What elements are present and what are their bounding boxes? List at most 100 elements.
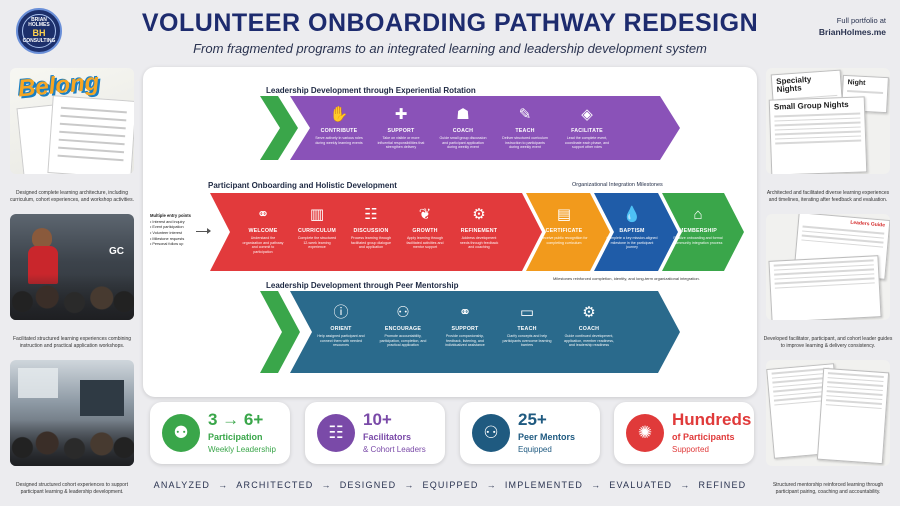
network-icon: ✺ — [626, 414, 664, 452]
mentorship-step-desc: Promote accountability, participation, c… — [379, 334, 427, 348]
rotation-step: ✋ CONTRIBUTE Serve actively in various rol… — [308, 100, 370, 156]
hand-icon: ✋ — [329, 106, 349, 123]
flow-arrow-icon: → — [321, 480, 332, 490]
left-caption-3: Designed structured cohort experiences t… — [15, 482, 128, 495]
mentorship-band — [260, 291, 680, 373]
milestone-step-desc: Receive public recognition for completin… — [540, 236, 588, 245]
entry-item: • Personal follow up — [150, 242, 184, 247]
milestone-step-name: BAPTISM — [619, 228, 645, 234]
cohort-photo — [10, 360, 134, 466]
onboarding-step-name: DISCUSSION — [353, 228, 389, 234]
onboarding-step: ☷ DISCUSSION Process learning through faci… — [344, 198, 398, 268]
flow-arrow-icon: → — [218, 480, 229, 490]
leaf-icon: ❦ — [418, 206, 432, 223]
stat-label: Facilitators — [363, 432, 412, 442]
entry-item: • Event participation — [150, 225, 184, 230]
stat-value: 3 → 6+ — [208, 410, 264, 429]
mentorship-step-name: ORIENT — [330, 326, 352, 332]
venue-badge: GC — [109, 246, 124, 257]
certificate-icon: ▤ — [556, 206, 572, 223]
group-icon: ☷ — [364, 206, 378, 223]
mentorship-title: Leadership Development through Peer Ment… — [266, 281, 459, 290]
baptism-chevron — [594, 193, 678, 271]
rotation-step-name: TEACH — [515, 128, 535, 134]
flow-arrow-icon: → — [680, 480, 691, 490]
right-caption-1: Architected and facilitated diverse lear… — [766, 190, 890, 203]
gears-icon: ⚙ — [472, 206, 486, 223]
onboarding-red-arrow — [210, 193, 542, 271]
walking-icon: ⚇ — [396, 304, 410, 321]
onboarding-step-desc: Process learning through facilitated gro… — [351, 236, 391, 250]
rotation-step-name: FACILITATE — [571, 128, 603, 134]
stat-sublabel: & Cohort Leaders — [363, 445, 426, 454]
stat-card: ☷ 10+ Facilitators & Cohort Leaders — [305, 402, 445, 464]
flow-stage: EQUIPPED — [422, 480, 479, 490]
stat-sublabel: Supported — [672, 445, 709, 454]
stat-label: Participation — [208, 432, 263, 442]
compass-icon: ◈ — [581, 106, 593, 123]
mentorship-step-desc: Clarify concepts and help participants o… — [502, 334, 552, 348]
team-icon: ☷ — [317, 414, 355, 452]
onboarding-title: Participant Onboarding and Holistic Deve… — [208, 181, 397, 190]
mentorship-step-desc: Help assigned participant and connect th… — [317, 334, 365, 348]
portfolio-label: Full portfolio at — [836, 16, 886, 25]
onboarding-step-desc: Complete the structured 12-week learning… — [297, 236, 337, 250]
stat-sublabel: Equipped — [518, 445, 552, 454]
rotation-step-desc: Guide small group discussion and partici… — [439, 136, 487, 150]
person-plus-icon: ⚉ — [162, 414, 200, 452]
mentors-icon: ⚇ — [472, 414, 510, 452]
onboarding-step-desc: Apply learning through facilitated activ… — [406, 236, 444, 250]
certificate-chevron — [526, 193, 610, 271]
portfolio-link[interactable]: Full portfolio at BrianHolmes.me — [819, 16, 886, 38]
onboarding-step-name: GROWTH — [412, 228, 438, 234]
stat-label: Peer Mentors — [518, 432, 576, 442]
coach-icon: ☗ — [456, 106, 470, 123]
mentorship-blue-arrow — [290, 291, 680, 373]
mentorship-step-desc: Guide continued development, application… — [564, 334, 614, 348]
page-subtitle: From fragmented programs to an integrate… — [193, 41, 707, 56]
mentorship-step-name: COACH — [578, 326, 600, 332]
water-icon: 💧 — [622, 206, 642, 223]
rotation-purple-arrow — [290, 96, 680, 160]
left-caption-2: Facilitated structured learning experien… — [12, 336, 132, 349]
doc-title-night: Night — [847, 79, 866, 88]
milestone-note: Milestones reinforced completion, identi… — [553, 276, 700, 281]
doc-title-specialty: Specialty Nights — [775, 74, 812, 95]
rotation-step-name: CONTRIBUTE — [320, 128, 358, 134]
entry-arrow — [196, 228, 211, 234]
flow-stage: ANALYZED — [153, 480, 211, 490]
entry-title: Multiple entry points — [150, 213, 191, 218]
right-caption-2: Developed facilitator, participant, and … — [763, 336, 893, 349]
onboarding-band — [210, 193, 744, 271]
flow-stage: ARCHITECTED — [236, 480, 314, 490]
portfolio-url[interactable]: BrianHolmes.me — [818, 26, 886, 37]
onboarding-step-desc: Understand the organization and pathway … — [242, 236, 284, 255]
milestone-step-desc: Finalize onboarding and formal community… — [673, 236, 723, 245]
rotation-step-desc: Serve actively in various roles during w… — [315, 136, 363, 145]
handshake-icon: ⚭ — [458, 304, 472, 321]
event-guides-image: Specialty Nights Night Small Group Night… — [766, 68, 890, 174]
flow-stage: DESIGNED — [339, 480, 397, 490]
onboarding-step-name: CURRICULUM — [298, 228, 336, 234]
stat-value: 25+ — [518, 410, 547, 429]
mentorship-step-desc: Provide companionship, feedback, listeni… — [445, 334, 485, 348]
rotation-step-name: SUPPORT — [387, 128, 415, 134]
flow-arrow-icon: → — [591, 480, 602, 490]
stat-value: 10+ — [363, 410, 392, 429]
mentorship-green-chevron — [260, 291, 300, 373]
entry-item: • Interest and inquiry — [150, 219, 185, 224]
mentorship-step-name: TEACH — [517, 326, 537, 332]
